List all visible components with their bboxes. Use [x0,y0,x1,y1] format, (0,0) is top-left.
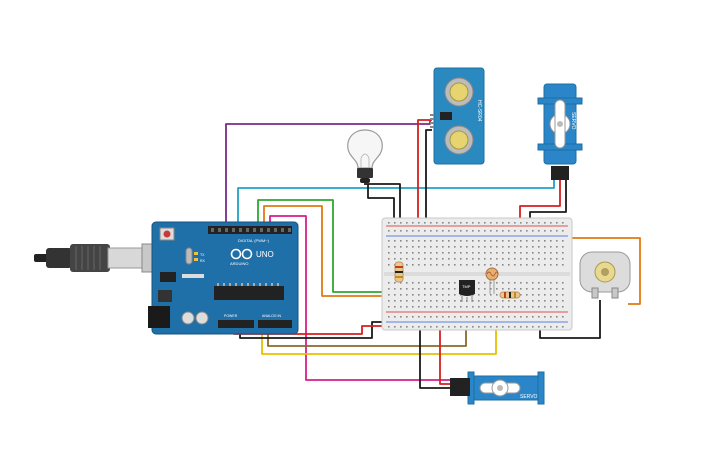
arduino-logo-icon [230,248,253,260]
servo-bottom-label: SERVO [520,394,538,400]
wire-pink[interactable] [269,215,452,381]
wire-orange-1[interactable] [263,205,392,297]
rx-label: RX [200,259,206,263]
usb-cable [34,243,169,273]
servo-top-label: SERVO [570,112,576,130]
temperature-sensor[interactable]: TMP [459,280,475,302]
wire-bulb-black-2[interactable] [367,184,395,232]
digital-header-label: DIGITAL (PWM~) [238,238,270,243]
resistor-2[interactable] [499,291,521,299]
photoresistor[interactable] [485,267,499,294]
wire-servo-bottom-black[interactable] [419,324,452,389]
ultrasonic-sensor[interactable]: HC-SR04 [430,67,485,165]
breadboard-holes [388,222,564,328]
arduino-uno-board[interactable]: DIGITAL (PWM~) UNO ARDUINO TX RX [148,221,299,335]
resistor-1[interactable] [394,261,404,283]
analog-header-label: ANALOG IN [262,314,282,318]
wire-us-black[interactable] [425,129,432,232]
servo-bottom[interactable]: SERVO [450,371,545,405]
wire-green[interactable] [257,199,392,293]
digital-header [208,226,292,234]
wire-bulb-black[interactable] [364,183,401,232]
atmega-chip [214,286,284,300]
arduino-brand-label: ARDUINO [230,261,248,266]
power-header [218,320,254,328]
wire-cyan[interactable] [237,180,555,228]
analog-header [258,320,292,328]
ultrasonic-model-label: HC-SR04 [476,100,482,122]
breadboard[interactable] [381,217,573,331]
arduino-model-label: UNO [256,250,274,259]
wire-us-red[interactable] [417,119,432,232]
light-bulb[interactable] [347,129,383,183]
servo-top[interactable]: SERVO [537,83,583,180]
dc-motor[interactable] [579,251,631,299]
temp-sensor-label: TMP [462,284,471,289]
tx-label: TX [200,253,205,257]
power-header-label: POWER [224,314,238,318]
